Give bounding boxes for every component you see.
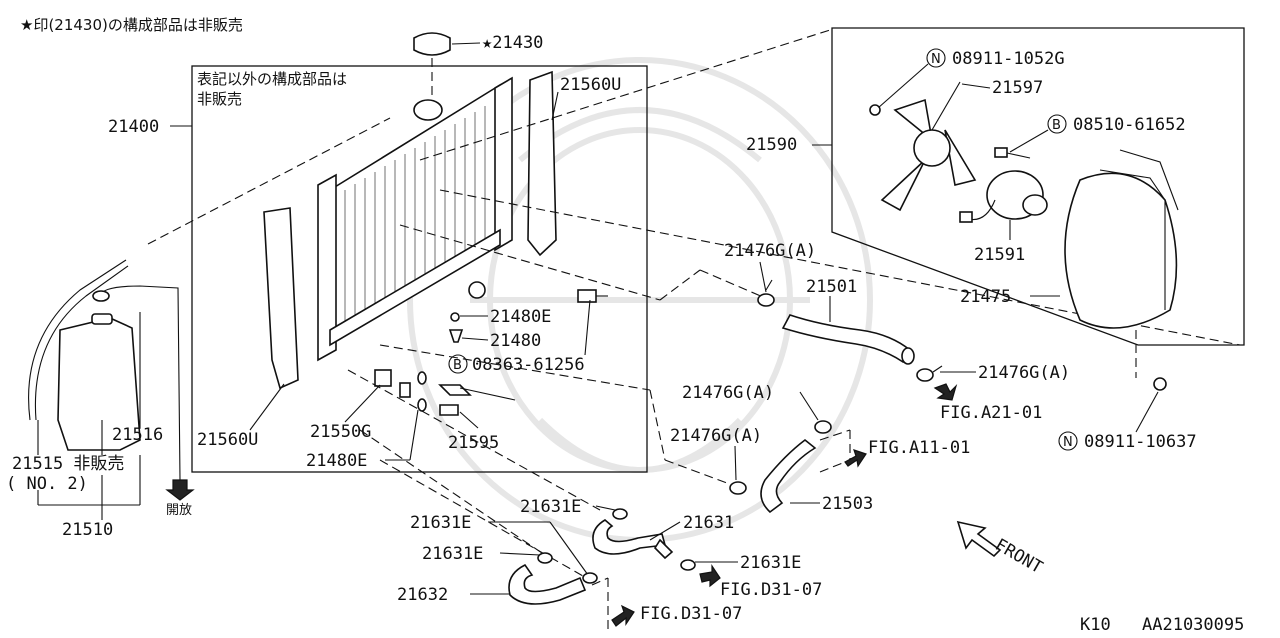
label-fig-a21-01: FIG.A21-01 (940, 403, 1042, 423)
bracket-21560u-bottom (263, 207, 299, 390)
b-mark-text-2: B (1052, 118, 1061, 133)
b-mark-08363: B (448, 354, 468, 374)
label-08911-1052g: 08911-1052G (952, 49, 1065, 69)
label-21631e-2: 21631E (740, 553, 801, 573)
label-21476g-a2: 21476G(A) (978, 363, 1070, 383)
n-mark-text-2: N (1063, 435, 1073, 450)
clamp-21476g-a2 (916, 365, 943, 382)
label-21590: 21590 (746, 135, 797, 155)
fan-blade (880, 81, 977, 212)
arrow-fig-a11 (844, 449, 867, 468)
label-21632: 21632 (397, 585, 448, 605)
label-21550g: 21550G (310, 422, 371, 442)
label-21475: 21475 (960, 287, 1011, 307)
label-08911-10637: 08911-10637 (1084, 432, 1197, 452)
label-21560u-bottom: 21560U (197, 430, 258, 450)
box-note-line2: 非販売 (197, 90, 242, 108)
arrow-fig-d31-b (611, 604, 635, 627)
label-21560u-top: 21560U (560, 75, 621, 95)
label-21631e-4: 21631E (422, 544, 483, 564)
label-21476g-a3: 21476G(A) (682, 383, 774, 403)
header-note: ★印(21430)の構成部品は非販売 (20, 16, 243, 34)
hardware-parts (374, 281, 608, 416)
clamp-21476g-a4 (729, 481, 747, 495)
label-21516: 21516 (112, 425, 163, 445)
fan-assembly-box (831, 27, 1245, 346)
label-08363-61256: 08363-61256 (472, 355, 585, 375)
box-note-line1: 表記以外の構成部品は (197, 70, 347, 88)
fan-motor (959, 147, 1048, 223)
n-mark-text-1: N (931, 52, 941, 67)
upper-hose-21501 (781, 314, 915, 365)
label-21480: 21480 (490, 331, 541, 351)
clamp-21631e-3 (537, 552, 553, 564)
label-21510: 21510 (62, 520, 113, 540)
fan-shroud (1064, 149, 1179, 329)
label-fig-a11-01: FIG.A11-01 (868, 438, 970, 458)
n-mark-08911-1052g: N (926, 48, 946, 68)
label-21430: ★21430 (482, 33, 543, 53)
front-arrow-icon (956, 520, 1002, 558)
label-drain: 開放 (166, 503, 192, 518)
clamp-21631e-1 (612, 508, 628, 520)
label-21515: 21515 非販売 (12, 454, 124, 474)
label-21591: 21591 (974, 245, 1025, 265)
drain-arrow (165, 479, 195, 501)
label-21503: 21503 (822, 494, 873, 514)
radiator-core (317, 76, 513, 362)
clamp-21632-end (582, 572, 598, 584)
label-21480e-a: 21480E (490, 307, 551, 327)
label-21595: 21595 (448, 433, 499, 453)
label-fig-d31-07-b: FIG.D31-07 (640, 604, 742, 624)
label-21501: 21501 (806, 277, 857, 297)
heater-hose-21632 (508, 563, 587, 605)
label-21631: 21631 (683, 513, 734, 533)
arrow-fig-a21 (933, 383, 958, 401)
page-code: K10 (1080, 615, 1111, 635)
label-21476g-a1: 21476G(A) (724, 241, 816, 261)
diagram-code: AA21030095 (1142, 615, 1244, 635)
label-no2: ( NO. 2) (6, 474, 88, 494)
clamp-21476g-a3 (814, 420, 832, 434)
b-mark-08510: B (1047, 114, 1067, 134)
label-21631e-3: 21631E (410, 513, 471, 533)
label-21480e-b: 21480E (306, 451, 367, 471)
heater-hose-21631 (592, 519, 674, 560)
label-21400: 21400 (108, 117, 159, 137)
label-fig-d31-07-a: FIG.D31-07 (720, 580, 822, 600)
label-21631e-1: 21631E (520, 497, 581, 517)
n-mark-08911-10637: N (1058, 431, 1078, 451)
label-front: FRONT (992, 535, 1046, 578)
b-mark-text: B (453, 358, 462, 373)
radiator-assembly-box (191, 65, 648, 473)
bracket-21560u-top (527, 70, 557, 257)
reservoir-tank (28, 259, 181, 481)
lower-hose-21503 (760, 438, 817, 514)
arrow-fig-d31-a (699, 564, 721, 588)
label-21597: 21597 (992, 78, 1043, 98)
label-08510-61652: 08510-61652 (1073, 115, 1186, 135)
radiator-cap (413, 32, 451, 100)
clamp-21476g-a1 (757, 279, 775, 307)
clamp-21631e-2 (680, 559, 696, 571)
label-21476g-a4: 21476G(A) (670, 426, 762, 446)
